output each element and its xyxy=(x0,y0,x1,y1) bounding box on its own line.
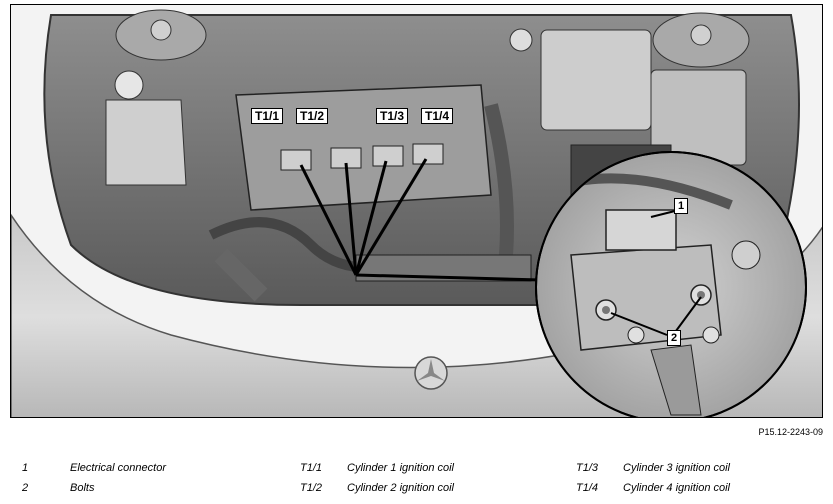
ignition-coil-4 xyxy=(412,143,444,165)
legend-code: 1 xyxy=(22,462,29,474)
legend-text: Electrical connector xyxy=(70,462,166,474)
legend-code: 2 xyxy=(22,482,29,494)
ignition-coil-1 xyxy=(280,149,312,171)
detail-magnifier xyxy=(535,151,807,417)
legend-code: T1/2 xyxy=(300,482,323,494)
callout-t1-3: T1/3 xyxy=(376,108,409,124)
legend-code: T1/3 xyxy=(576,462,599,474)
callout-t1-4: T1/4 xyxy=(421,108,454,124)
callout-1: 1 xyxy=(674,198,689,214)
ignition-coil-3 xyxy=(372,145,404,167)
legend-text: Cylinder 1 ignition coil xyxy=(347,462,454,474)
legend-text: Bolts xyxy=(70,482,95,494)
callout-t1-2: T1/2 xyxy=(296,108,329,124)
callout-2: 2 xyxy=(667,330,682,346)
air-filter-box xyxy=(540,29,652,131)
engine-bay-drawing xyxy=(11,9,822,417)
callout-t1-1: T1/1 xyxy=(251,108,284,124)
callout-leaders xyxy=(299,158,542,282)
cylinder-head-cover xyxy=(235,84,492,211)
coolant-reservoir xyxy=(105,99,187,186)
legend-code: T1/1 xyxy=(300,462,323,474)
legend-text: Cylinder 2 ignition coil xyxy=(347,482,454,494)
legend-code: T1/4 xyxy=(576,482,599,494)
engine-bay-illustration: T1/1 T1/2 T1/3 T1/4 1 2 xyxy=(10,4,823,418)
legend-text: Cylinder 3 ignition coil xyxy=(623,462,730,474)
legend-text: Cylinder 4 ignition coil xyxy=(623,482,730,494)
figure-reference-code: P15.12-2243-09 xyxy=(758,427,823,437)
